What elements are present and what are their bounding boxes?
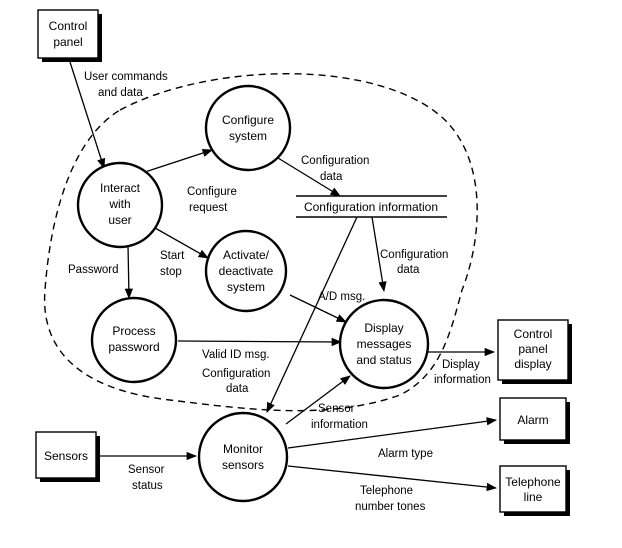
process-label: Interact: [100, 181, 141, 195]
entity-label: Alarm: [517, 413, 548, 427]
flow-label: Configuration: [380, 249, 448, 261]
flow-label: Alarm type: [378, 448, 433, 460]
flow-label: Sensor: [318, 403, 355, 415]
process-configure-system: Configure system: [204, 84, 292, 172]
process-label: system: [229, 129, 267, 143]
flow-user-commands: [69, 61, 106, 169]
process-label: Activate/: [223, 248, 270, 262]
process-label: Configure: [222, 113, 274, 127]
process-label: Display: [364, 321, 403, 335]
flow-label: Valid ID msg.: [202, 349, 270, 361]
flow-sensor-information: [285, 375, 351, 425]
entity-control-panel-display: Control panel display: [497, 319, 572, 384]
flow-label: Password: [68, 264, 119, 276]
flow-label: information: [311, 419, 368, 431]
entity-label: panel: [518, 342, 547, 356]
flow-label: Telephone: [360, 485, 413, 497]
data-store-label: Configuration information: [304, 200, 438, 214]
process-label: Process: [112, 324, 155, 338]
flow-label: data: [397, 264, 420, 276]
process-label: password: [108, 340, 159, 354]
flow-label: and data: [98, 87, 143, 99]
flow-label: Configuration: [202, 368, 270, 380]
process-label: system: [227, 280, 265, 294]
flow-label: User commands: [84, 71, 168, 83]
flow-label: information: [434, 374, 491, 386]
process-interact-with-user: Interact with user: [76, 161, 164, 249]
entity-control-panel: Control panel: [37, 9, 102, 62]
process-label: messages: [357, 337, 412, 351]
flow-label: request: [189, 202, 228, 214]
entity-label: line: [524, 490, 543, 504]
flow-telephone-tones: [287, 465, 498, 492]
flow-lines: [69, 61, 498, 492]
flow-valid-id: [177, 337, 343, 347]
flow-configuration-to-display: [371, 216, 387, 293]
flow-label: stop: [160, 266, 182, 278]
flow-label: number tones: [355, 501, 426, 513]
process-label: Monitor: [223, 442, 263, 456]
process-activate-deactivate-system: Activate/ deactivate system: [204, 229, 288, 313]
entity-label: Sensors: [44, 449, 88, 463]
flow-configure-request: [144, 148, 213, 173]
process-label: sensors: [222, 458, 264, 472]
entity-label: Control: [514, 327, 553, 341]
entity-label: display: [514, 357, 551, 371]
flow-label: Start: [160, 250, 185, 262]
flow-label: data: [320, 171, 343, 183]
flow-label: status: [132, 480, 163, 492]
flow-labels: User commands and data Configure request…: [68, 71, 491, 513]
flow-label: A/D msg.: [318, 291, 365, 303]
flow-label: data: [226, 383, 249, 395]
process-label: deactivate: [219, 264, 274, 278]
process-label: with: [108, 197, 130, 211]
process-label: user: [108, 213, 131, 227]
process-monitor-sensors: Monitor sensors: [197, 411, 289, 503]
flow-configuration-to-store: [277, 157, 341, 197]
flow-label: Configuration: [301, 155, 369, 167]
entity-sensors: Sensors: [35, 431, 100, 482]
process-process-password: Process password: [90, 296, 178, 384]
entity-label: Telephone: [505, 475, 561, 489]
flow-a-d-msg: [289, 294, 347, 323]
entity-alarm: Alarm: [499, 397, 570, 444]
flow-start-stop: [147, 223, 209, 259]
entity-label: Control: [49, 19, 88, 33]
flow-label: Sensor: [128, 464, 165, 476]
flow-alarm-type: [287, 417, 498, 449]
flow-configuration-to-monitor: [266, 216, 358, 413]
flow-label: Display: [442, 359, 480, 371]
flow-label: Configure: [187, 186, 237, 198]
process-label: and status: [356, 353, 411, 367]
entity-label: panel: [53, 35, 82, 49]
entity-telephone-line: Telephone line: [499, 465, 570, 516]
flow-password: [124, 244, 133, 300]
process-display-messages-and-status: Display messages and status: [338, 298, 430, 390]
data-store-configuration-information: Configuration information: [296, 195, 447, 218]
